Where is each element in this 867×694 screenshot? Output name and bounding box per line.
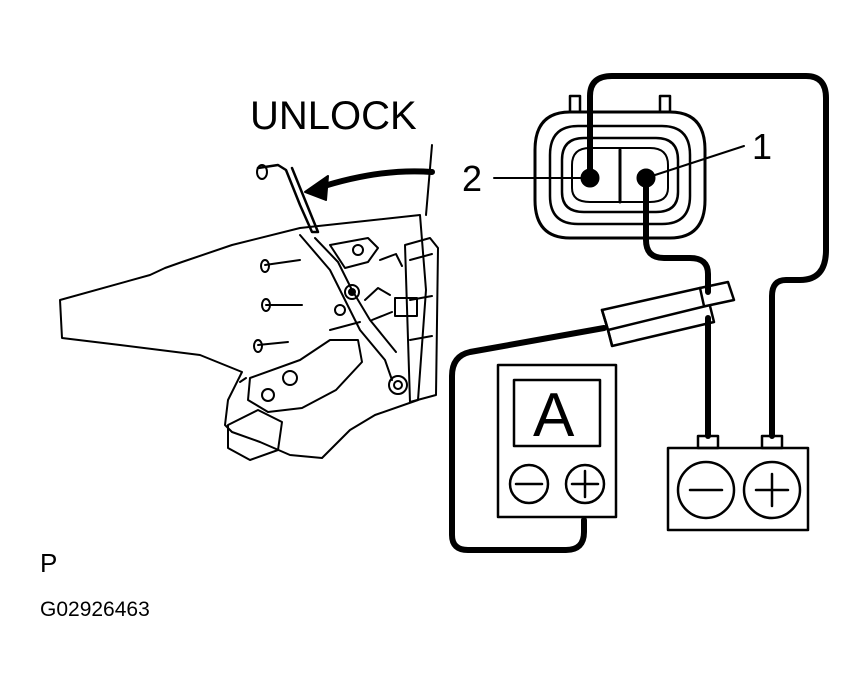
view-label: P: [40, 548, 58, 578]
current-clamp: [600, 280, 736, 348]
battery-positive-post: [760, 434, 784, 450]
unlock-label: UNLOCK: [250, 94, 417, 138]
ammeter-positive-terminal: [564, 463, 606, 505]
connector: [533, 94, 707, 240]
pin-2-label: 2: [462, 158, 483, 199]
ammeter-display-letter: A: [533, 381, 575, 450]
wire-pin1-to-clamp: [643, 175, 711, 295]
battery-negative-post: [696, 434, 720, 450]
plus-icon: [570, 469, 600, 499]
pin-1-label: 1: [752, 126, 773, 167]
battery-positive-terminal: [742, 460, 802, 520]
ammeter: [496, 363, 618, 519]
door-lock-assembly: [59, 144, 439, 461]
wire-pin2-to-battery-positive: [587, 73, 829, 439]
unlock-arrowhead: [304, 175, 329, 201]
plus-icon: [754, 472, 790, 508]
ammeter-negative-terminal: [508, 463, 550, 505]
figure-code: G02926463: [40, 598, 150, 621]
pin-1-leader: [651, 145, 745, 177]
wire-clamp-to-ammeter: [449, 325, 607, 553]
battery-negative-terminal: [676, 460, 736, 520]
battery: [666, 434, 810, 532]
unlock-arrow: [315, 168, 435, 191]
